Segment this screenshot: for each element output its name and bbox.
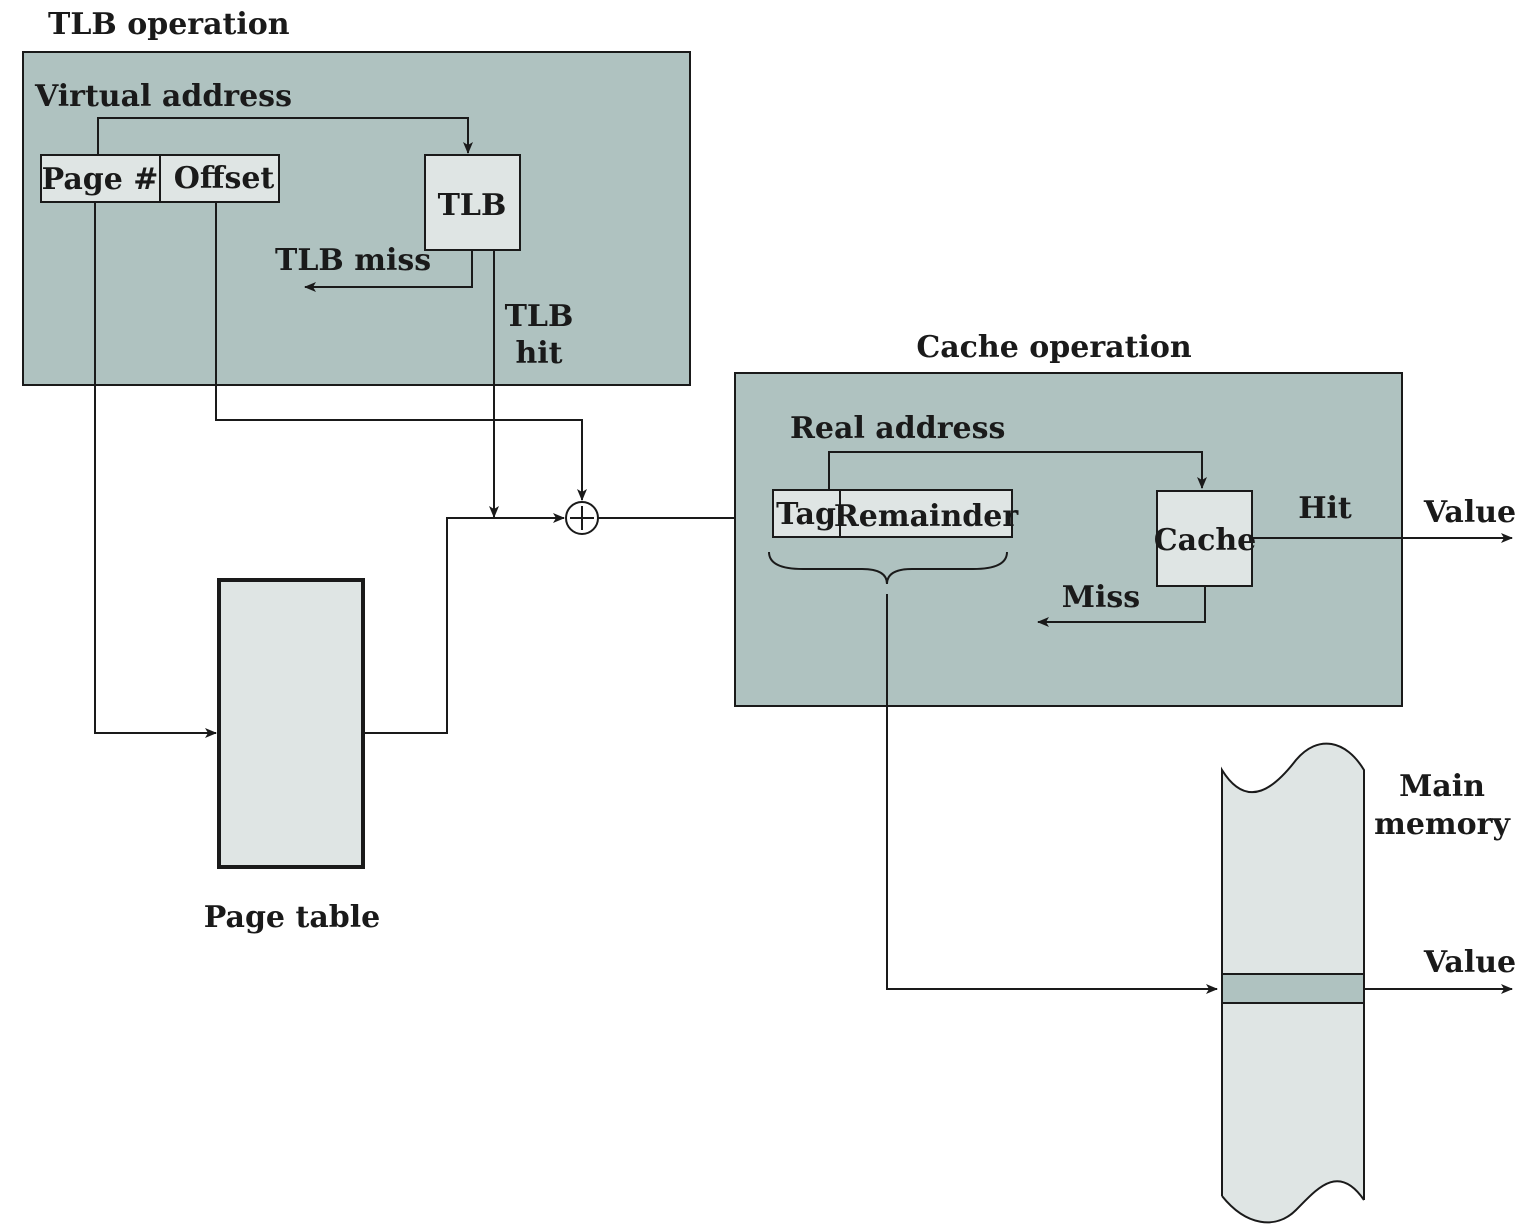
real-address-label: Real address	[790, 411, 1005, 446]
tlb-box	[424, 154, 521, 251]
miss-label: Miss	[1062, 580, 1140, 615]
main-memory-outline-top	[1221, 742, 1365, 1200]
offset-to-adder-arrow	[215, 202, 587, 501]
main-memory-outline-bottom	[1221, 1180, 1365, 1224]
cache-miss-arrow	[1037, 586, 1206, 627]
tag-field	[772, 489, 841, 538]
page-table-label: Page table	[204, 900, 380, 935]
hit-label: Hit	[1298, 491, 1352, 526]
tlb-hit-label-line1: TLB	[505, 299, 574, 334]
page-to-tlb-arrow	[97, 117, 473, 155]
cache-operation-panel	[734, 372, 1403, 707]
memory-word-row	[1221, 973, 1365, 1004]
tlb-operation-title: TLB operation	[48, 7, 290, 42]
address-to-memory-arrow	[886, 594, 1218, 994]
page-to-pagetable-arrow	[94, 202, 217, 738]
cache-box-label: Cache	[1154, 523, 1256, 558]
virtual-address-label: Virtual address	[34, 79, 292, 114]
cache-value-label: Value	[1423, 495, 1516, 530]
real-address-brace	[768, 551, 1008, 585]
memory-value-label: Value	[1423, 945, 1516, 980]
page-number-field	[40, 154, 161, 203]
tlb-hit-label-line2: hit	[515, 336, 562, 371]
cache-operation-title: Cache operation	[916, 330, 1192, 365]
tag-label: Tag	[776, 497, 836, 532]
tlb-operation-panel	[22, 51, 691, 386]
main-memory-label-line1: Main	[1399, 769, 1485, 804]
offset-label: Offset	[174, 161, 275, 196]
remainder-field	[839, 489, 1013, 538]
tlb-miss-arrow	[304, 250, 473, 292]
page-table-box	[217, 578, 365, 869]
tlb-box-label: TLB	[438, 188, 507, 223]
main-memory-label-line2: memory	[1374, 807, 1511, 842]
adder-icon	[565, 501, 599, 535]
offset-field	[159, 154, 280, 203]
tag-to-cache-arrow	[828, 451, 1207, 490]
pagetable-to-adder-arrow	[363, 513, 565, 734]
remainder-label: Remainder	[834, 499, 1019, 534]
page-number-label: Page #	[42, 162, 159, 197]
tlb-miss-label: TLB miss	[275, 243, 431, 278]
